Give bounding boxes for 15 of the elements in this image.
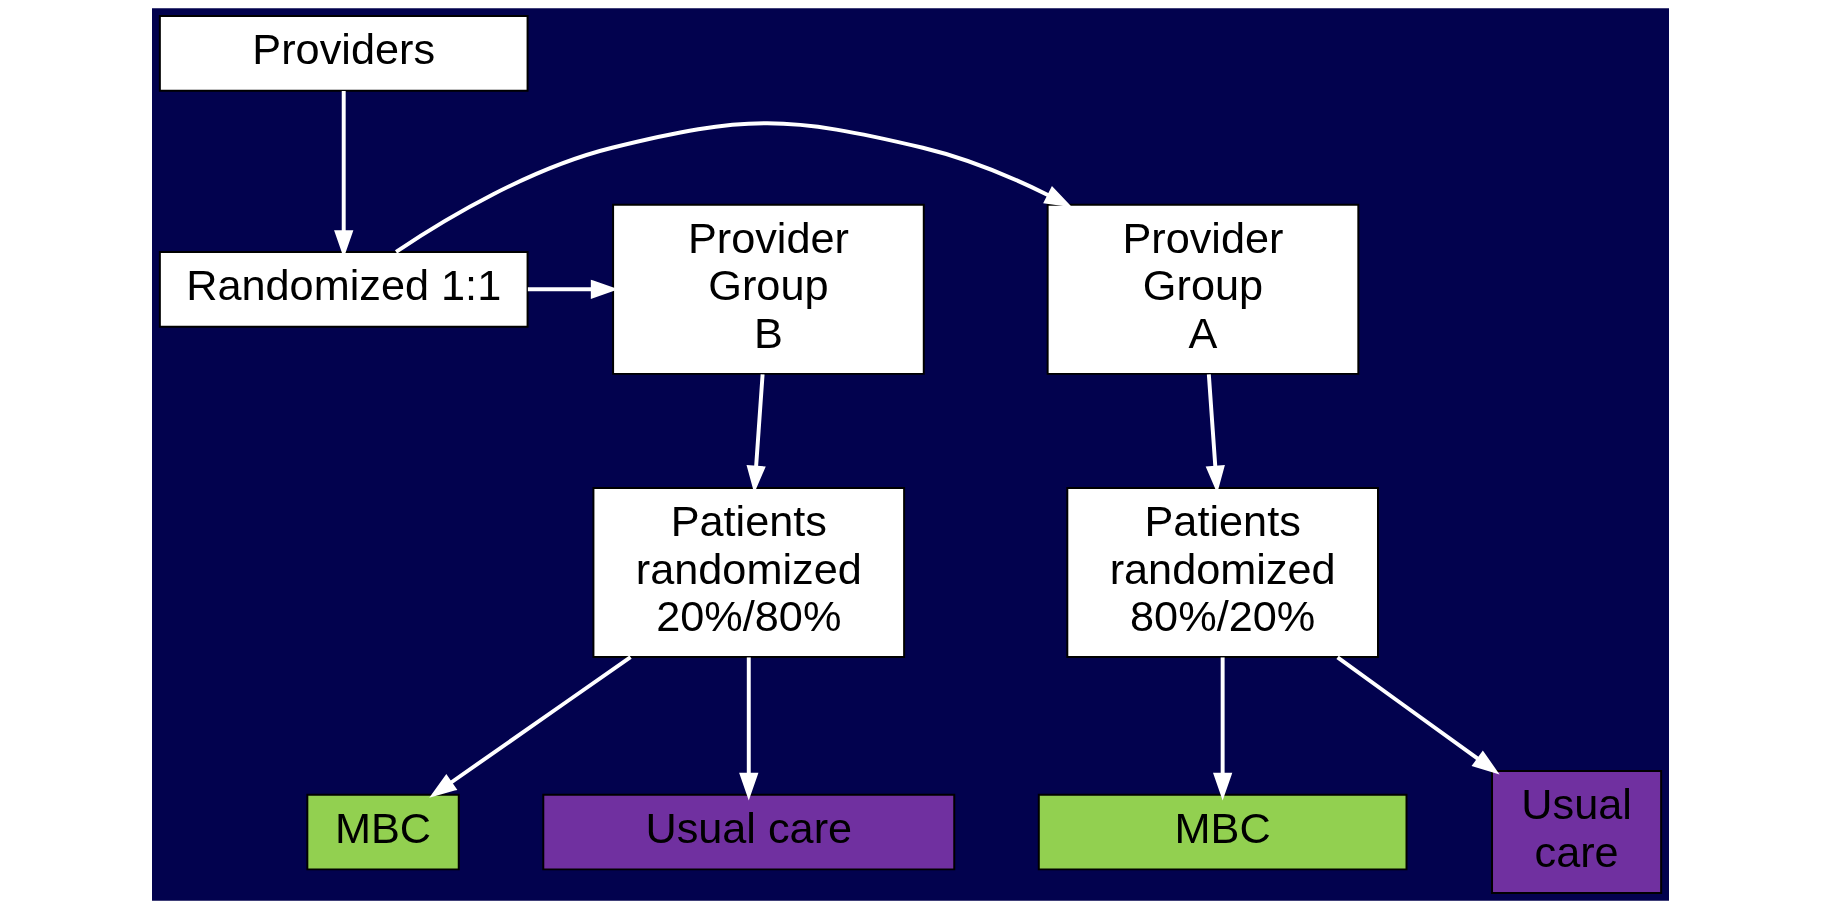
arrow <box>1336 655 1500 775</box>
node-box: Randomized 1:1 <box>158 251 529 328</box>
node-box: Patients randomized 80%/20% <box>1066 486 1379 658</box>
node-box: Provider Group B <box>612 203 925 375</box>
node-box: Usual care <box>542 793 956 871</box>
node-box: Usual care <box>1491 770 1663 894</box>
arrow <box>429 655 632 798</box>
arrow <box>395 121 1073 254</box>
node-box: Patients randomized 20%/80% <box>592 486 906 658</box>
node-box: MBC <box>306 793 460 871</box>
node-box: MBC <box>1037 793 1408 871</box>
node-box: Providers <box>158 15 529 92</box>
arrow <box>1213 657 1233 801</box>
node-box: Provider Group A <box>1046 203 1360 375</box>
arrow <box>739 657 759 801</box>
